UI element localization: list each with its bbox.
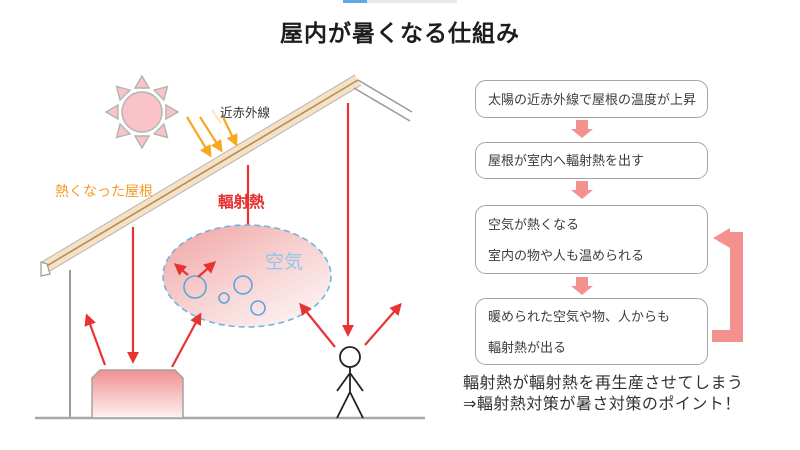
roof-right-slope (353, 79, 413, 122)
flow-box-air-heats: 空気が熱くなる 室内の物や人も温められる (475, 205, 708, 274)
roof-heated (40, 74, 362, 277)
flow-box-line: 暖められた空気や物、人からも (488, 308, 671, 324)
air-region-ellipse (162, 224, 332, 328)
sun-icon (104, 74, 180, 150)
flow-box-line: 空気が熱くなる (488, 216, 580, 232)
flow-box-line: 太陽の近赤外線で屋根の温度が上昇 (488, 91, 697, 107)
roof-edge-cap (40, 261, 51, 277)
house-heat-diagram: 近赤外線 熱くなった屋根 輻射熱 空気 (35, 74, 425, 420)
flow-box-line: 輻射熱が出る (488, 339, 567, 355)
conclusion-text: 輻射熱が輻射熱を再生産させてしまう ⇒輻射熱対策が暑さ対策のポイント！ (463, 373, 793, 415)
flow-down-arrow-icon (571, 181, 593, 199)
furniture (91, 369, 184, 419)
flow-box-roof-temp: 太陽の近赤外線で屋根の温度が上昇 (475, 80, 708, 118)
flow-box-roof-emits: 屋根が室内へ輻射熱を出す (475, 142, 708, 179)
flow-down-arrow-icon (571, 277, 593, 295)
feedback-loop-arrow-icon (712, 228, 743, 342)
flow-box-reradiation: 暖められた空気や物、人からも 輻射熱が出る (475, 298, 708, 365)
flow-box-line: 屋根が室内へ輻射熱を出す (488, 153, 645, 168)
heated-roof-label: 熱くなった屋根 (55, 183, 153, 199)
conclusion-line-1: 輻射熱が輻射熱を再生産させてしまう (463, 375, 744, 392)
person-figure (336, 346, 364, 419)
near-infrared-label: 近赤外線 (220, 105, 271, 120)
air-bubbles (183, 275, 266, 316)
air-label: 空気 (265, 251, 303, 273)
radiant-heat-label: 輻射熱 (218, 192, 265, 211)
flow-box-line: 室内の物や人も温められる (488, 247, 645, 263)
near-infrared-arrows (186, 109, 238, 158)
top-progress-segment (343, 0, 367, 3)
radiant-heat-arrows (84, 103, 402, 368)
flow-down-arrow-icon (571, 120, 593, 138)
top-progress-track (367, 0, 457, 3)
conclusion-line-2: ⇒輻射熱対策が暑さ対策のポイント！ (463, 396, 741, 413)
page-title: 屋内が暑くなる仕組み (280, 20, 520, 46)
